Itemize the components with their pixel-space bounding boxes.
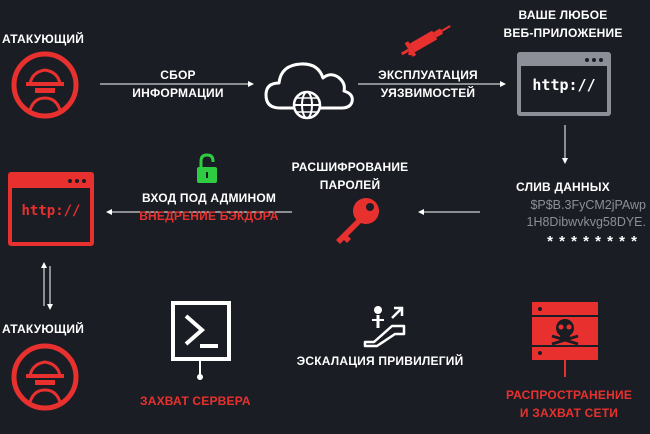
decrypt-label: РАСШИФРОВАНИЕ ПАРОЛЕЙ: [291, 160, 409, 192]
escalation-label: ЭСКАЛАЦИЯ ПРИВИЛЕГИЙ: [296, 354, 464, 368]
webapp-label: ВАШЕ ЛЮБОЕ ВЕБ-ПРИЛОЖЕНИЕ: [503, 8, 623, 40]
syringe-icon: [401, 25, 451, 57]
browser-window-red-icon: http://: [8, 172, 94, 246]
browser-red-url-text: http://: [21, 203, 81, 219]
leak-stars: * * * * * * * *: [547, 233, 638, 250]
unlocked-padlock-icon: [197, 153, 217, 183]
browser-window-icon: http://: [517, 52, 611, 116]
browser-url-text: http://: [532, 76, 596, 94]
hacker-icon: [11, 51, 79, 119]
skull-server-icon: [532, 302, 598, 360]
admin-login-label: ВХОД ПОД АДМИНОМ: [141, 191, 277, 205]
server-capture-label: ЗАХВАТ СЕРВЕРА: [140, 394, 251, 408]
backdoor-label: ВНЕДРЕНИЕ БЭКДОРА: [139, 209, 279, 223]
browser-titlebar: [521, 56, 607, 66]
attacker-bottom-label: АТАКУЮЩИЙ: [2, 322, 85, 336]
terminal-icon: [171, 301, 231, 361]
leak-title: СЛИВ ДАННЫХ: [516, 180, 610, 194]
key-icon: [336, 198, 379, 244]
leak-hash: $P$B.3FyCM2jPAwp 1H8Dibwvkvg58DYE.: [526, 198, 647, 229]
escalator-icon: [363, 306, 406, 348]
browser-red-titlebar: [12, 176, 90, 188]
spread-label: РАСПРОСТРАНЕНИЕ И ЗАХВАТ СЕТИ: [505, 388, 633, 420]
attacker-top-label: АТАКУЮЩИЙ: [2, 32, 85, 46]
recon-label: СБОР ИНФОРМАЦИИ: [132, 68, 224, 100]
hacker-icon-bottom: [11, 343, 79, 411]
cloud-globe-icon: [264, 62, 354, 120]
exploit-label: ЭКСПЛУАТАЦИЯ УЯЗВИМОСТЕЙ: [378, 68, 478, 100]
